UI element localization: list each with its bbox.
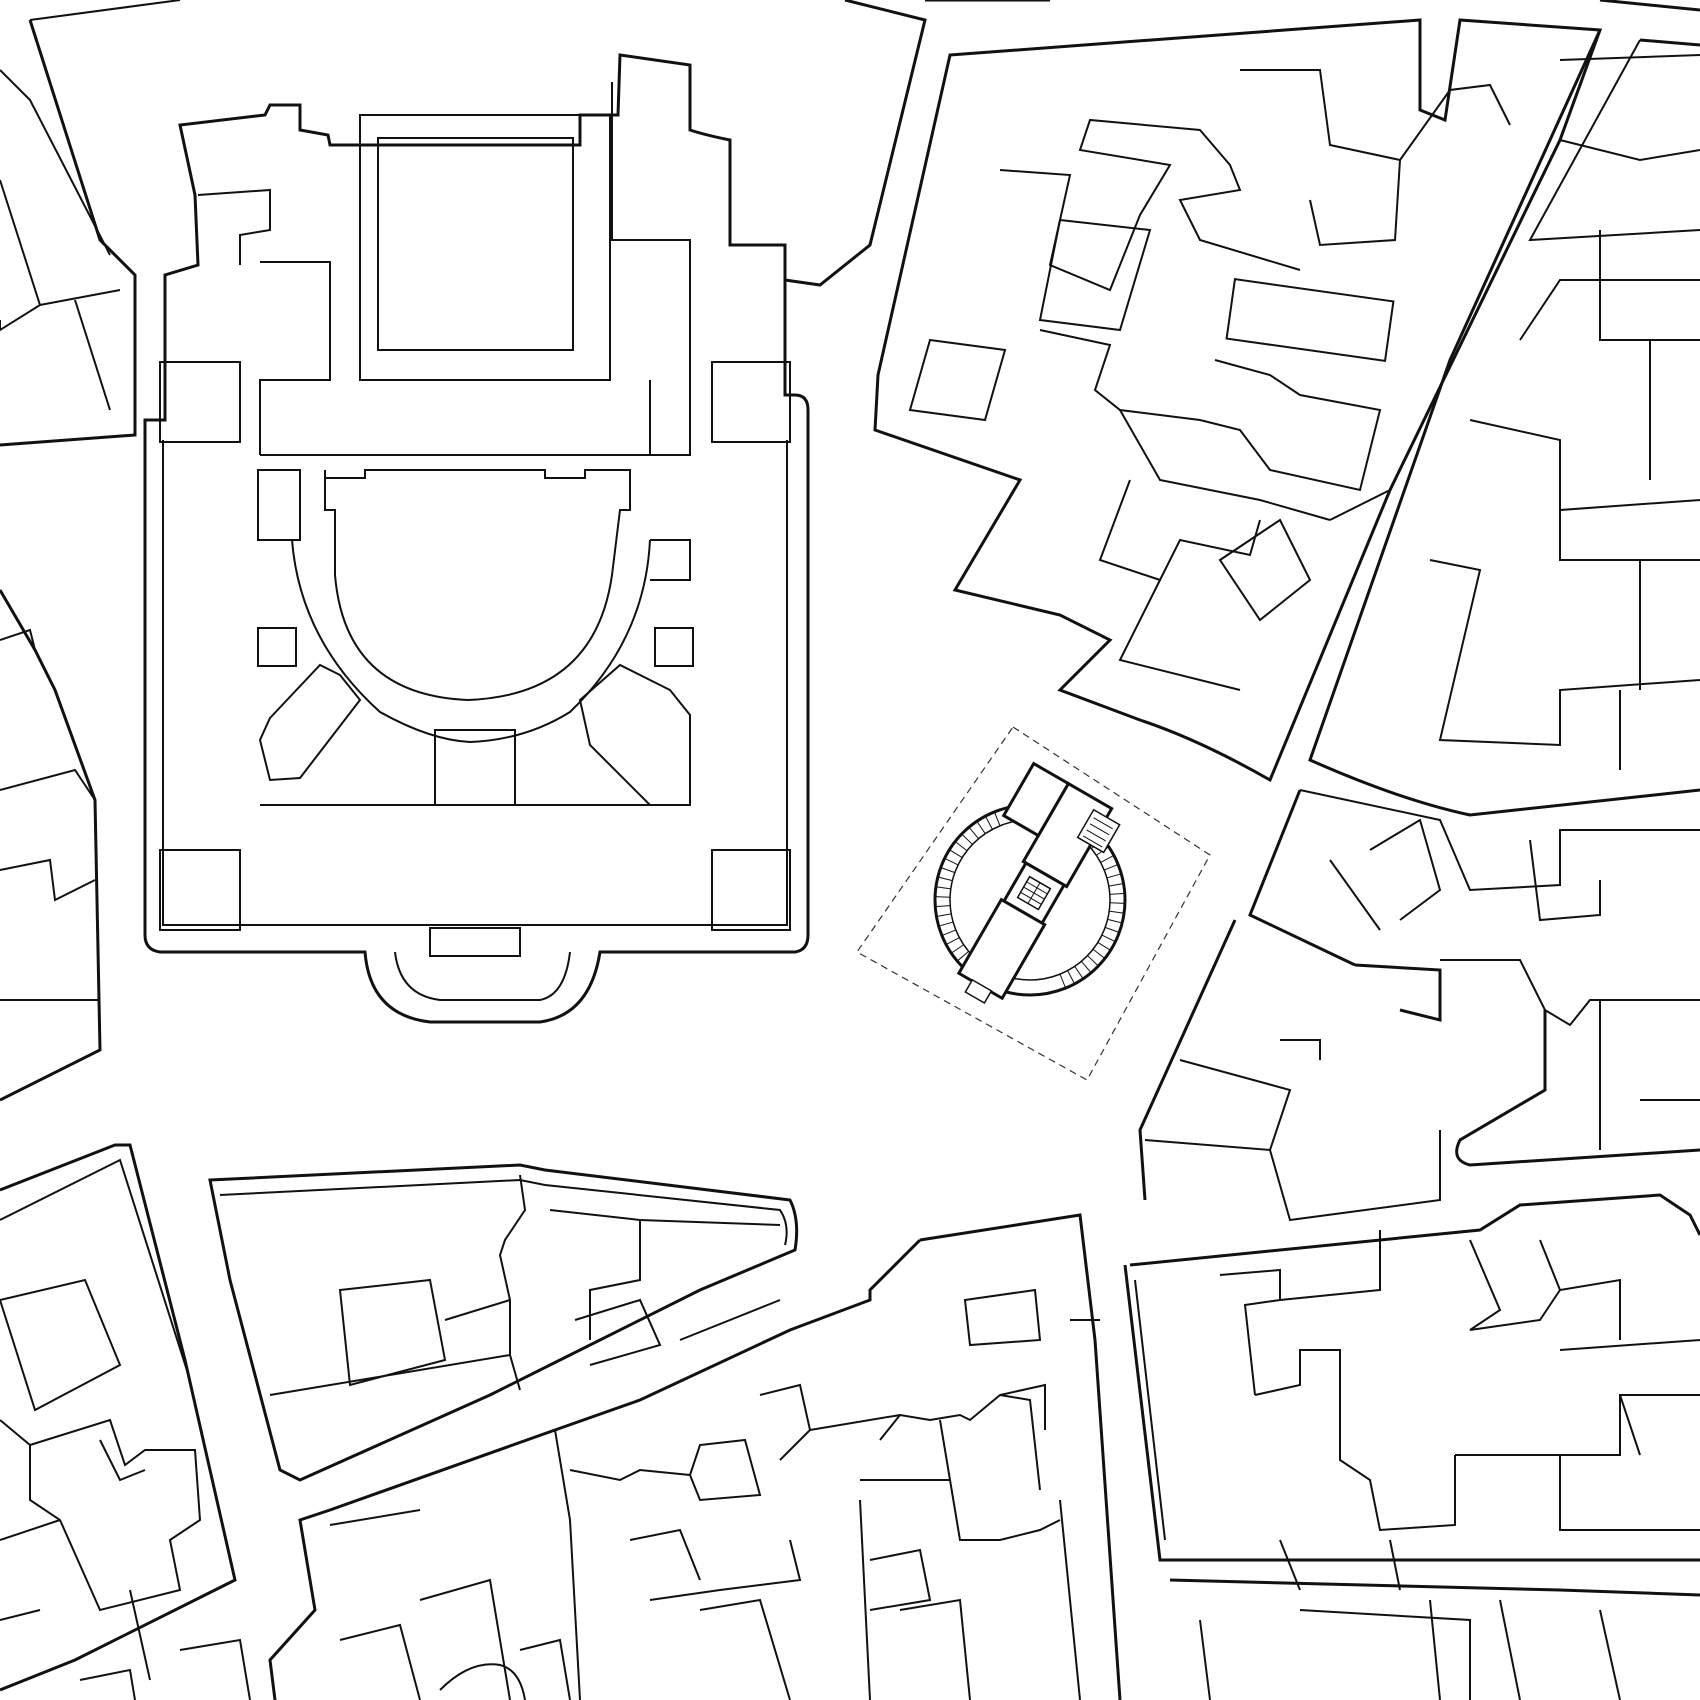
pavilion-entry bbox=[964, 978, 993, 1005]
ramp-tick bbox=[1081, 960, 1092, 974]
ramp-tick bbox=[993, 811, 1001, 827]
block-south bbox=[79, 1213, 1122, 1700]
block-northeast bbox=[873, 18, 1603, 783]
ramp-tick bbox=[961, 833, 973, 845]
tower-nw bbox=[159, 361, 241, 443]
church-portal bbox=[394, 951, 571, 1001]
ramp-tick bbox=[949, 849, 963, 859]
ramp-tick bbox=[1109, 902, 1125, 904]
church-outline bbox=[143, 53, 810, 1024]
chapel-east bbox=[578, 663, 691, 806]
block-southwest bbox=[0, 1143, 237, 1692]
cloister-wing-left bbox=[259, 261, 331, 455]
cloister-outer bbox=[359, 114, 611, 381]
block-southeast bbox=[1123, 1193, 1700, 1700]
aisle-e bbox=[650, 539, 691, 581]
ramp-tick bbox=[1059, 973, 1067, 989]
cloister-inner bbox=[377, 137, 574, 351]
pavilion-site-boundary bbox=[856, 726, 1211, 1081]
ramp-tick bbox=[954, 841, 968, 852]
church-inner-wall bbox=[162, 440, 788, 926]
ramp-tick bbox=[940, 867, 955, 874]
ramp-tick bbox=[944, 857, 959, 866]
ramp-tick bbox=[1067, 970, 1076, 985]
ramp-tick bbox=[935, 905, 951, 908]
wing-north-west bbox=[1001, 761, 1071, 838]
ramp-tick bbox=[941, 929, 957, 937]
block-east-center bbox=[1138, 789, 1700, 1222]
ramp-tick bbox=[1101, 934, 1116, 943]
ramp-tick bbox=[945, 937, 960, 946]
block-south-center-left bbox=[208, 1163, 799, 1482]
tower-se bbox=[711, 849, 791, 931]
tower-ne bbox=[711, 361, 791, 443]
ramp-tick bbox=[1092, 948, 1106, 959]
ramp-tick bbox=[1109, 910, 1125, 914]
stair-north bbox=[1076, 808, 1121, 854]
portal-step bbox=[429, 927, 521, 957]
ramp-tick bbox=[1100, 854, 1115, 863]
ramp-tick bbox=[1109, 892, 1125, 895]
ramp-tick bbox=[1097, 941, 1111, 951]
annex-nw bbox=[197, 188, 271, 265]
apse-shell bbox=[324, 469, 631, 702]
side-chapel-w bbox=[257, 627, 297, 667]
church-complex bbox=[143, 53, 810, 1024]
ramp-tick bbox=[1108, 883, 1124, 887]
ramp-tick bbox=[935, 886, 951, 890]
ramp-tick bbox=[1106, 873, 1122, 879]
ramp-tick bbox=[984, 815, 993, 830]
tower-sw bbox=[159, 849, 241, 931]
ne-courtyard bbox=[1225, 278, 1395, 362]
ne-block-outline bbox=[873, 18, 1603, 783]
ramp-tick bbox=[935, 896, 951, 898]
ramp-tick bbox=[936, 913, 952, 917]
circular-pavilion bbox=[856, 726, 1211, 1081]
block-west bbox=[0, 19, 137, 1102]
ramp-tick bbox=[938, 921, 954, 927]
ramp-tick bbox=[1105, 926, 1120, 933]
cloister-wing-right bbox=[611, 82, 691, 456]
ramp-tick bbox=[1103, 863, 1119, 871]
pavilion-spine bbox=[956, 761, 1121, 1005]
ramp-tick bbox=[937, 876, 953, 882]
block-east bbox=[1308, 29, 1700, 817]
apse-ambulatory bbox=[291, 539, 651, 744]
ramp-tick bbox=[976, 820, 986, 834]
ramp-tick bbox=[1074, 966, 1084, 980]
side-chapel-e bbox=[654, 627, 694, 667]
ramp-tick bbox=[1107, 918, 1123, 924]
chapel-west bbox=[258, 663, 362, 782]
ramp-tick bbox=[968, 826, 979, 840]
edge-lines bbox=[925, 0, 1700, 1700]
ramp-tick bbox=[1087, 955, 1099, 967]
ramp-tick bbox=[956, 951, 970, 962]
block-top bbox=[29, 0, 927, 287]
ramp-tick bbox=[950, 944, 964, 954]
aisle-w bbox=[257, 469, 301, 541]
